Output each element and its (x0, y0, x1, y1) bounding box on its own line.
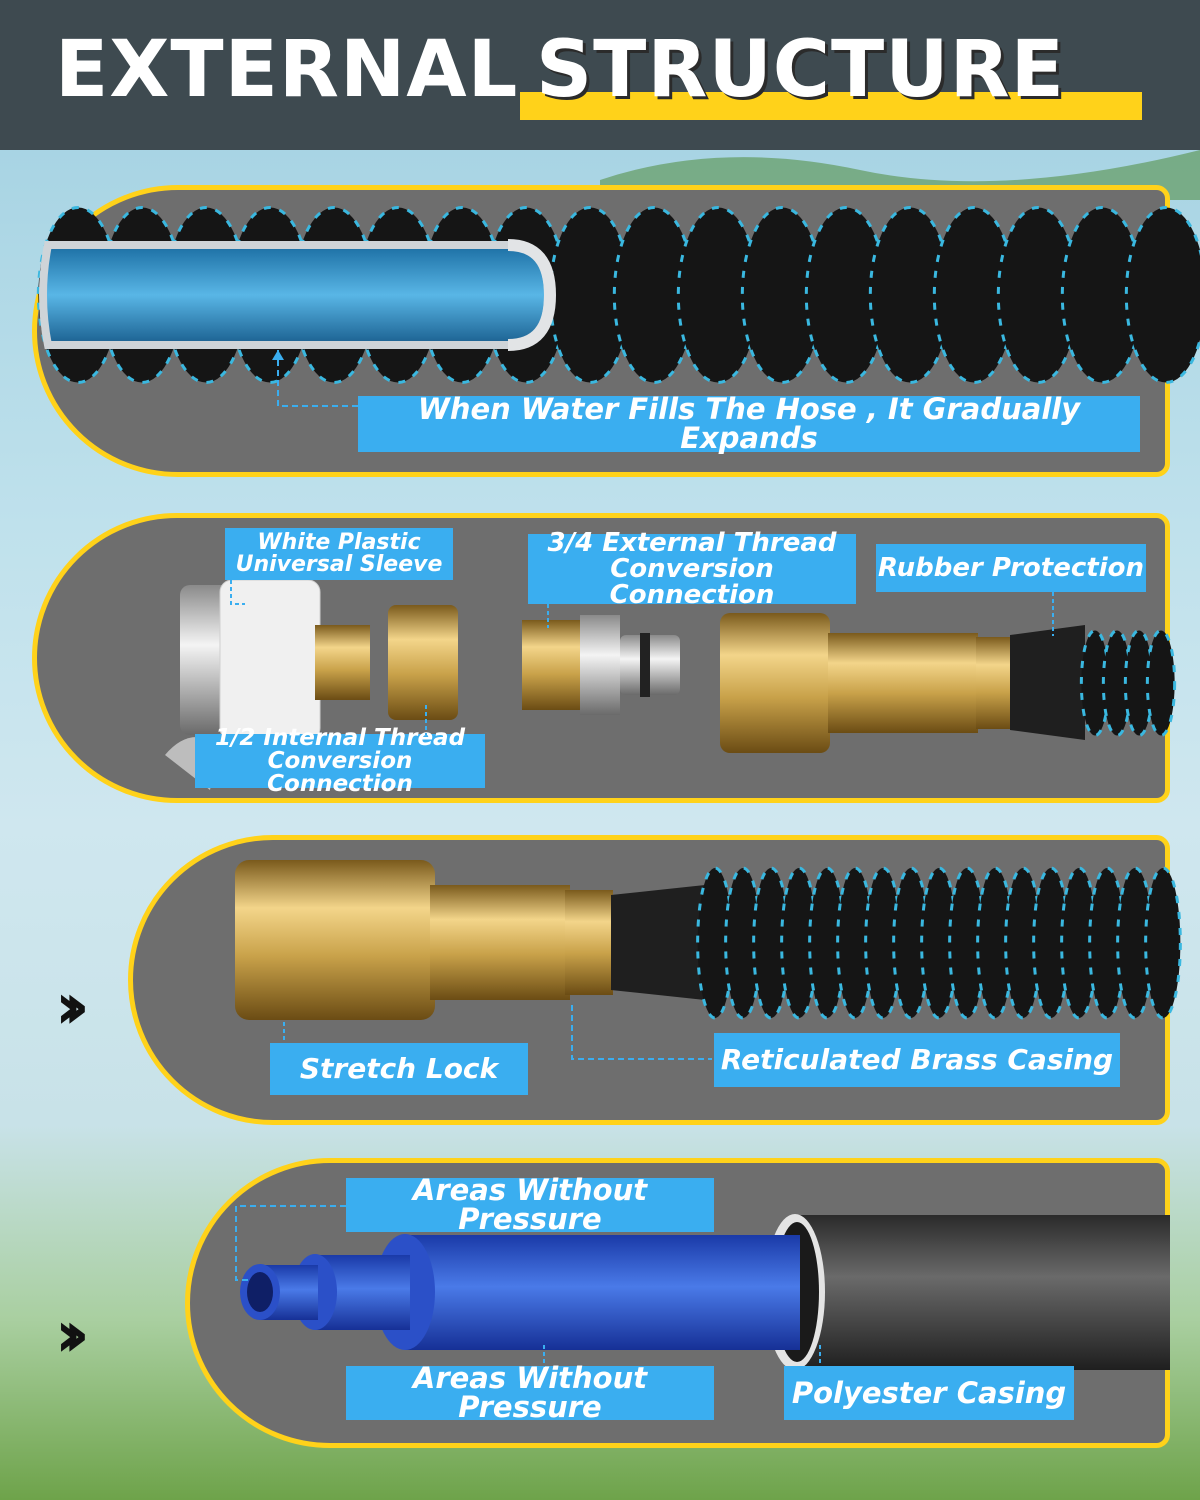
stretch-lock-pointer (283, 1022, 285, 1044)
expansion-caption: When Water Fills The Hose , It Gradually… (358, 395, 1140, 453)
rubber-protection-label: Rubber Protection (876, 544, 1146, 592)
bottom-pressure-label: Areas Without Pressure (346, 1364, 714, 1422)
sleeve-label-line2: Universal Sleeve (235, 552, 443, 577)
external-thread-line2: Conversion Connection (609, 554, 775, 610)
expanding-hose-image (36, 206, 1200, 384)
polyester-casing-label: Polyester Casing (784, 1366, 1074, 1420)
brass-casing-label: Reticulated Brass Casing (714, 1033, 1120, 1087)
title-underline (520, 92, 1142, 120)
brass-casing-pointer (571, 1005, 712, 1060)
external-thread-label: 3/4 External Thread Conversion Connectio… (528, 530, 856, 608)
chevron-right-icon-2: ›› (55, 1298, 89, 1372)
external-thread-pointer (547, 604, 549, 628)
inner-tube-image (240, 1214, 1170, 1370)
external-thread-line1: 3/4 External Thread (547, 528, 837, 558)
sleeve-pointer (230, 580, 245, 605)
chevron-right-icon: ›› (55, 970, 89, 1044)
connector-parts-image (165, 579, 1177, 790)
internal-thread-line2: Conversion Connection (267, 747, 413, 797)
title-banner (0, 0, 1200, 150)
brass-connector-image (235, 860, 1182, 1020)
sleeve-label: White Plastic Universal Sleeve (225, 528, 453, 580)
title-word-external: EXTERNAL (55, 25, 519, 115)
top-pressure-label: Areas Without Pressure (346, 1176, 714, 1234)
bottom-pressure-pointer (543, 1345, 545, 1367)
top-pressure-pointer (235, 1205, 346, 1281)
title-word-structure: STRUCTURE (536, 25, 1065, 115)
rubber-pointer (1052, 592, 1054, 636)
stretch-lock-label: Stretch Lock (270, 1043, 528, 1095)
internal-thread-line1: 1/2 Internal Thread (214, 724, 466, 751)
internal-thread-pointer (425, 705, 427, 735)
sleeve-label-line1: White Plastic (257, 530, 421, 555)
expand-pointer-line (272, 350, 360, 407)
casing-pointer (819, 1345, 821, 1367)
internal-thread-label: 1/2 Internal Thread Conversion Connectio… (195, 726, 485, 795)
